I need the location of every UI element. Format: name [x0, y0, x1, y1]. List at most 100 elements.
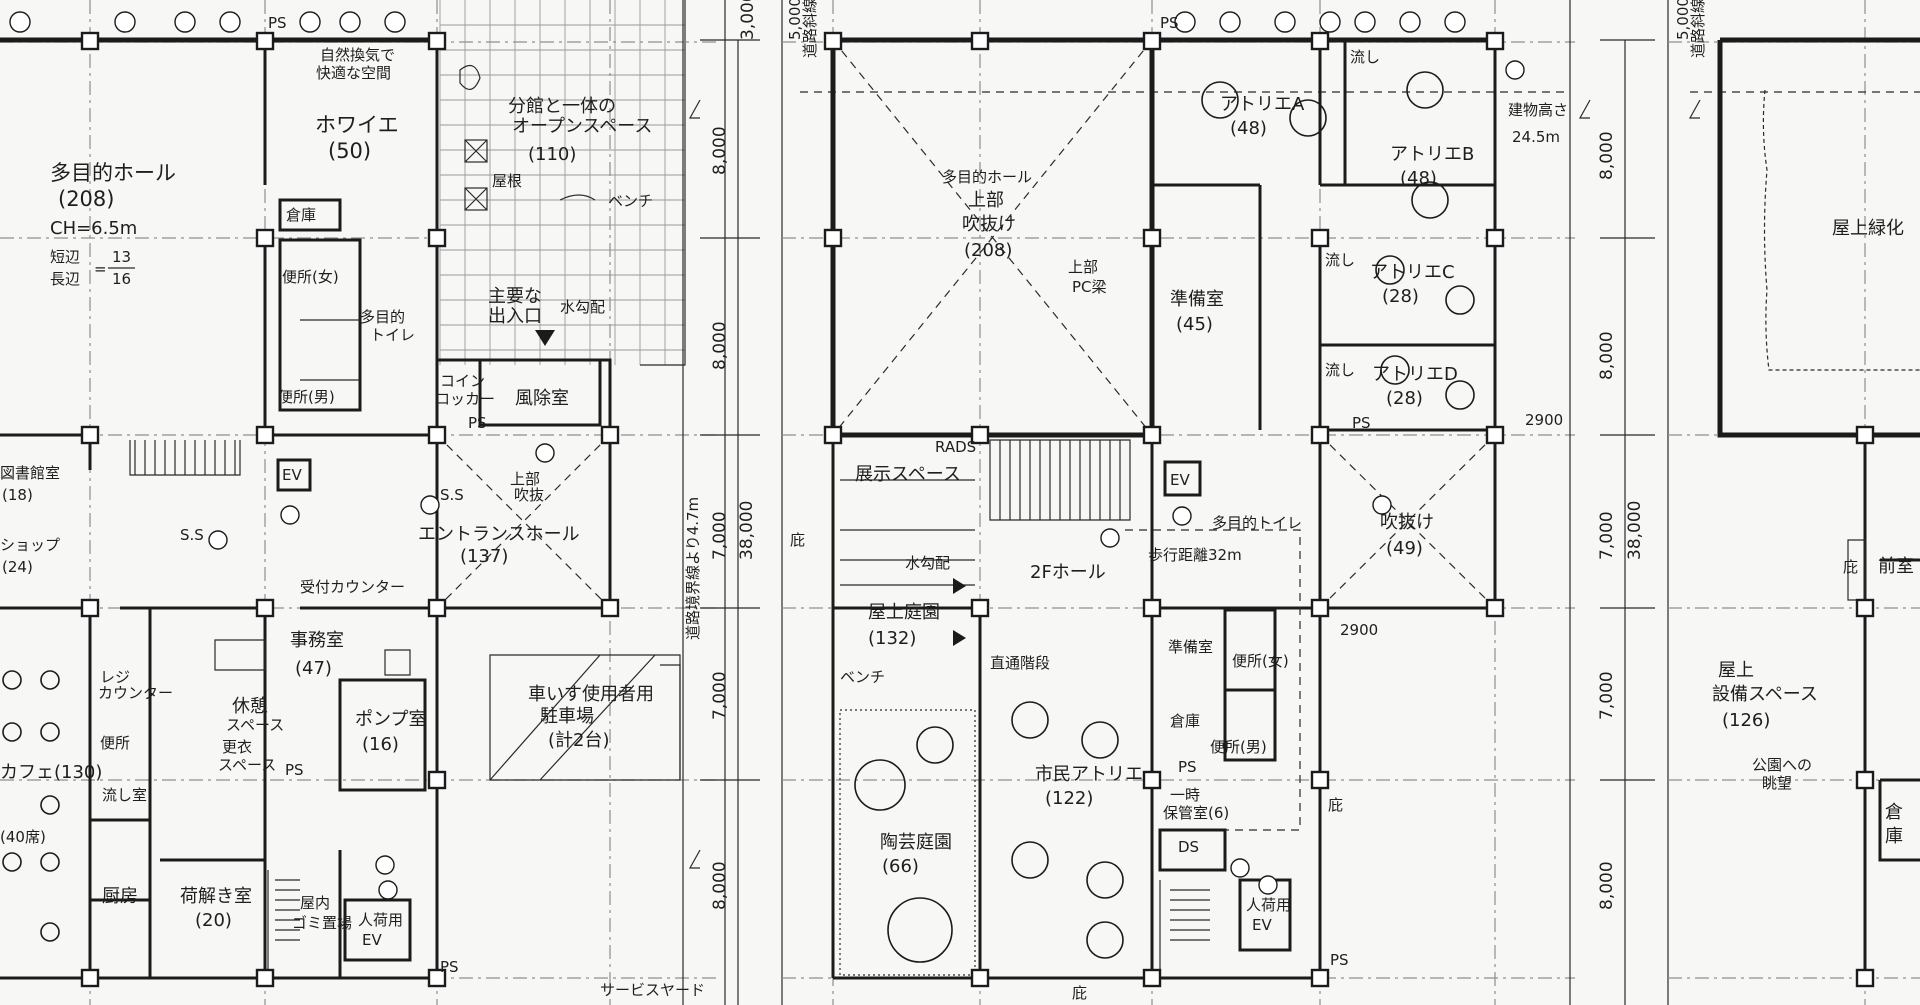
- label-ps-2f-3: PS: [1178, 758, 1197, 776]
- label-wc: 便所: [100, 734, 130, 752]
- label-ev: EV: [282, 466, 302, 484]
- label-f3-storage-1: 倉: [1885, 802, 1903, 823]
- label-atelier-c: アトリエC: [1370, 262, 1455, 283]
- label-parking-3: (計2台): [548, 730, 610, 751]
- label-ps-2f-4: PS: [1330, 951, 1349, 969]
- label-wc-male: 便所(男): [278, 388, 335, 406]
- label-ps-2f-1: PS: [1160, 14, 1179, 32]
- label-pc-beam-1: 上部: [1068, 258, 1098, 276]
- label-shop: ショップ: [0, 536, 60, 554]
- label-dim-2900-b: 2900: [1340, 621, 1378, 639]
- floor2-columns: [823, 31, 1505, 988]
- label-freight-ev-1: 人荷用: [358, 911, 403, 929]
- label-natural-ventilation: 自然換気で: [320, 46, 395, 64]
- label-sink-room: 流し室: [102, 786, 147, 804]
- label-bench-2f: ベンチ: [840, 668, 885, 686]
- label-setback-2: 道路斜線: [801, 0, 819, 58]
- dim-f1-3: 8,000: [710, 321, 730, 370]
- label-parking-1: 車いす使用者用: [528, 684, 654, 705]
- label-hall-upper-area: (208): [964, 240, 1012, 261]
- label-kitchen: 厨房: [102, 886, 138, 907]
- label-atelier-a: アトリエA: [1220, 94, 1305, 115]
- label-multipurpose-hall: 多目的ホール: [50, 161, 176, 185]
- label-prep-room: 準備室: [1170, 289, 1224, 310]
- label-ratio-num: 13: [112, 248, 131, 266]
- dim-f2-5: 8,000: [1597, 861, 1617, 910]
- floor1-labels: 多目的ホール (208) CH=6.5m 短辺 長辺 = 13 16 ホワイエ …: [0, 14, 705, 999]
- label-ds: DS: [1178, 838, 1199, 856]
- label-sink-1: 流し: [1350, 48, 1380, 66]
- label-ps-2: PS: [468, 414, 487, 432]
- label-display-space: 展示スペース: [855, 464, 961, 485]
- label-roof-garden: 屋上庭園: [868, 602, 940, 623]
- label-pc-beam-2: PC梁: [1072, 278, 1107, 296]
- label-pump-room-area: (16): [362, 734, 399, 755]
- label-window-2f-2: 庇: [1328, 796, 1343, 814]
- floor3-columns: [1855, 425, 1875, 988]
- label-garbage-1: 屋内: [300, 894, 330, 912]
- label-wc-male-2f: 便所(男): [1210, 738, 1267, 756]
- label-comfortable-space: 快適な空間: [316, 64, 391, 82]
- label-coin-locker-2: ロッカー: [435, 390, 495, 408]
- label-building-line: 道路境界線より4.7m: [684, 497, 702, 640]
- label-hall-upper-3: 吹抜け: [962, 214, 1016, 235]
- label-atelier-b: アトリエB: [1390, 144, 1474, 165]
- floor2-labels: 多目的ホール 上部 吹抜け (208) 上部 PC梁 準備室 (45) アトリエ…: [786, 0, 1568, 1002]
- label-entrance-hall-area: (137): [460, 546, 508, 567]
- label-hall-upper-1: 多目的ホール: [942, 168, 1032, 186]
- floor3-labels: 5,000 道路斜線 屋上緑化 前室 屋上 設備スペース (126) 公園への …: [1674, 0, 1914, 847]
- label-reception-counter: 受付カウンター: [300, 578, 405, 596]
- label-ps-3: PS: [285, 761, 304, 779]
- label-f3-setback-2: 道路斜線: [1689, 0, 1707, 58]
- label-atelier-a-area: (48): [1230, 118, 1267, 139]
- label-coin-locker-1: コイン: [440, 372, 485, 390]
- floor3-plan: [1667, 0, 1920, 1005]
- label-dim-2900-a: 2900: [1525, 411, 1563, 429]
- label-lounge-2: スペース: [226, 716, 284, 734]
- label-parking-2: 駐車場: [540, 706, 594, 727]
- label-bench: ベンチ: [608, 192, 653, 210]
- label-storage-2f: 倉庫: [1170, 712, 1200, 730]
- label-rooftop-equip-area: (126): [1722, 710, 1770, 731]
- label-storage: 倉庫: [286, 206, 316, 224]
- label-multi-toilet-2f: 多目的トイレ: [1212, 514, 1302, 532]
- label-f3-storage-2: 庫: [1885, 826, 1903, 847]
- label-wind-room: 風除室: [515, 388, 569, 409]
- label-sink-2: 流し: [1325, 251, 1355, 269]
- label-unload-area: (20): [195, 910, 232, 931]
- arrow-icon-2: [953, 630, 966, 646]
- label-foyer: ホワイエ: [315, 113, 399, 137]
- dim-f1-5: 7,000: [710, 671, 730, 720]
- label-office: 事務室: [290, 630, 344, 651]
- label-multipurpose-hall-area: (208): [58, 187, 114, 211]
- label-ps-2f-2: PS: [1352, 414, 1371, 432]
- label-branch-open-area: (110): [528, 144, 576, 165]
- label-upper-void-2: 吹抜: [514, 486, 544, 504]
- entrance-arrow-icon: [535, 330, 555, 346]
- label-hall-upper-2: 上部: [968, 190, 1004, 211]
- label-rooftop-equip-1: 屋上: [1718, 660, 1754, 681]
- dim-f2-4: 7,000: [1597, 671, 1617, 720]
- label-citizen-atelier: 市民アトリエ: [1035, 764, 1143, 785]
- label-direct-stair: 直通階段: [990, 654, 1050, 672]
- label-height-1: 建物高さ: [1508, 101, 1568, 119]
- label-wc-female: 便所(女): [282, 268, 339, 286]
- label-void: 吹抜け: [1380, 512, 1434, 533]
- label-window-2f-1: 庇: [790, 531, 805, 549]
- label-front-room: 前室: [1878, 556, 1914, 577]
- label-prep-room-area: (45): [1176, 314, 1213, 335]
- label-pump-room: ポンプ室: [355, 709, 426, 730]
- label-setback-1: 5,000: [786, 0, 804, 40]
- label-change-1: 更衣: [222, 738, 252, 756]
- label-height-2: 24.5m: [1512, 128, 1560, 146]
- label-f3-setback-1: 5,000: [1674, 0, 1692, 40]
- dim-f1-2: 8,000: [710, 126, 730, 175]
- dim-f1-6: 8,000: [710, 861, 730, 910]
- label-ratio-den: 16: [112, 270, 131, 288]
- label-atelier-d-area: (28): [1386, 388, 1423, 409]
- label-ratio-eq: =: [94, 260, 107, 278]
- label-ev-2f: EV: [1170, 471, 1190, 489]
- label-main-entrance-1: 主要な: [488, 286, 542, 307]
- dim-f2-2: 8,000: [1597, 331, 1617, 380]
